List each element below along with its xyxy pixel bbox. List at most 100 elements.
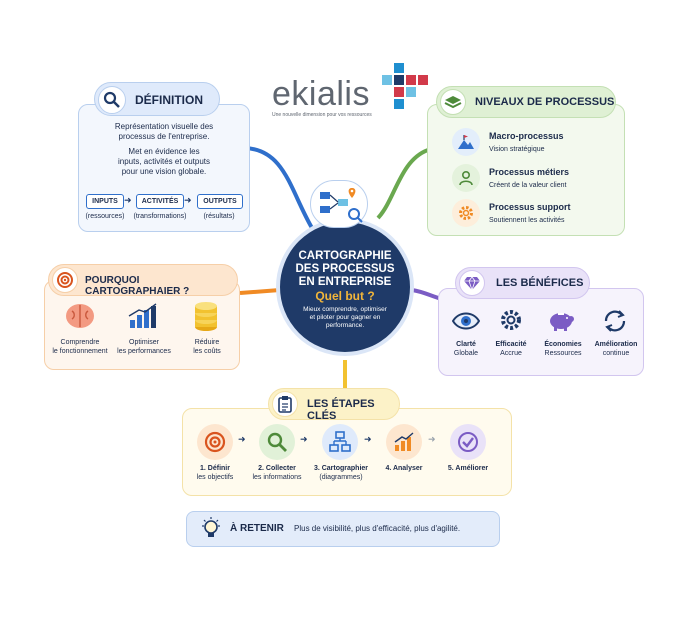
center-title-line: CARTOGRAPHIE (298, 250, 392, 262)
definition-header: DÉFINITION (94, 82, 220, 116)
niveau-sub: Créent de la valeur client (489, 182, 567, 189)
pourquoi-header: POURQUOI CARTOGRAPHAIER ? (48, 264, 238, 297)
pourquoi-title: POURQUOI CARTOGRAPHAIER ? (85, 275, 190, 297)
etape-l1: 4. Analyser (385, 465, 423, 472)
benefice-item: Clarté Globale (440, 340, 492, 358)
benefices-title: LES BÉNÉFICES (496, 277, 584, 289)
niveaux-title: NIVEAUX DE PROCESSUS (475, 96, 615, 108)
center-desc-line: et piloter pour gagner en (309, 314, 381, 321)
pourquoi-item: Réduire les coûts (180, 338, 234, 356)
benefice-l1: Amélioration (594, 341, 638, 348)
etape-l1: 2. Collecter (258, 465, 296, 472)
arrow-icon: ➜ (184, 195, 192, 205)
definition-line: inputs, activités et outputs (117, 157, 211, 166)
definition-title: DÉFINITION (135, 93, 203, 107)
etapes-header: LES ÉTAPES CLÉS (268, 388, 400, 422)
etape-l2: (diagrammes) (319, 474, 363, 481)
benefice-item: Amélioration continue (588, 340, 644, 358)
logo-tagline: Une nouvelle dimension pour vos ressourc… (272, 112, 372, 118)
arrow-icon: ➜ (428, 434, 436, 444)
etape-label: 4. Analyser (376, 464, 432, 473)
coins-icon (192, 300, 220, 337)
niveaux-header: NIVEAUX DE PROCESSUS (436, 86, 616, 118)
niveau-sub: Vision stratégique (489, 146, 545, 153)
etape-label: 2. Collecter les informations (244, 464, 310, 482)
cycle-icon (602, 308, 628, 339)
flow-inputs: INPUTS (86, 194, 124, 209)
etapes-title: LES ÉTAPES CLÉS (307, 398, 375, 422)
definition-line: pour une vision globale. (121, 167, 207, 176)
gear-icon (452, 199, 480, 227)
flow-activites-sub: (transformations) (133, 213, 187, 220)
eye-icon (451, 310, 481, 337)
center-desc-line: Mieux comprendre, optimiser (303, 306, 387, 313)
flowchart-icon (322, 424, 358, 460)
pourquoi-item-l1: Réduire (194, 339, 220, 346)
connector-niveaux (376, 148, 429, 220)
lightbulb-icon (200, 517, 222, 546)
person-icon (452, 164, 480, 192)
logo-cross-icon (382, 63, 428, 109)
center-circle: CARTOGRAPHIE DES PROCESSUS EN ENTREPRISE… (276, 218, 414, 356)
etape-l2: les informations (252, 474, 302, 481)
etape-l1: 1. Définir (200, 465, 230, 472)
benefice-l2: Accrue (500, 350, 522, 357)
arrow-icon: ➜ (300, 434, 308, 444)
connector-definition (244, 146, 314, 230)
benefice-l1: Clarté (456, 341, 476, 348)
benefice-l2: Globale (453, 350, 479, 357)
retenir-title: À RETENIR (230, 523, 284, 534)
benefices-header: LES BÉNÉFICES (455, 267, 590, 299)
gear-icon (499, 308, 523, 337)
center-title-line: EN ENTREPRISE (298, 276, 392, 288)
pourquoi-item-l2: les performances (117, 348, 171, 355)
benefice-item: Efficacité Accrue (485, 340, 537, 358)
brain-icon (64, 302, 96, 335)
definition-panel (78, 104, 250, 232)
magnifier-icon (259, 424, 295, 460)
center-title: CARTOGRAPHIE DES PROCESSUS EN ENTREPRISE (295, 250, 394, 289)
connector-pourquoi (239, 288, 281, 295)
niveau-title: Processus support (489, 202, 571, 212)
etape-l1: 5. Améliorer (447, 465, 489, 472)
benefice-l1: Efficacité (495, 341, 527, 348)
mountain-flag-icon (452, 128, 480, 156)
pourquoi-item: Optimiser les performances (112, 338, 176, 356)
definition-line: Met en évidence les (128, 147, 200, 156)
layers-icon (440, 89, 466, 115)
niveau-title: Processus métiers (489, 167, 570, 177)
check-icon (450, 424, 486, 460)
niveau-title: Macro-processus (489, 131, 564, 141)
center-desc-line: performance. (325, 322, 365, 329)
diamond-icon (459, 270, 485, 296)
etape-l1: 3. Cartographier (313, 465, 369, 472)
logo: ekialis Une nouvelle dimension pour vos … (272, 76, 372, 118)
definition-text: Représentation visuelle des processus de… (80, 122, 248, 177)
flow-outputs: OUTPUTS (197, 194, 243, 209)
benefice-l2: continue (602, 350, 630, 357)
pourquoi-item-l2: le fonctionnement (52, 348, 108, 355)
pourquoi-item: Comprendre le fonctionnement (46, 338, 114, 356)
definition-line: Représentation visuelle des (114, 122, 214, 131)
etape-label: 1. Définir les objectifs (186, 464, 244, 482)
logo-name: ekialis (272, 75, 370, 113)
pourquoi-item-l1: Comprendre (60, 339, 100, 346)
flow-outputs-sub: (résultats) (203, 213, 235, 220)
center-title-line: DES PROCESSUS (295, 263, 395, 275)
center-description: Mieux comprendre, optimiser et piloter p… (303, 306, 387, 330)
arrow-icon: ➜ (238, 434, 246, 444)
chart-icon (386, 424, 422, 460)
etape-label: 5. Améliorer (438, 464, 498, 473)
flow-activites: ACTIVITÉS (136, 194, 184, 209)
piggy-bank-icon (548, 309, 576, 336)
center-question: Quel but ? (315, 289, 375, 303)
pourquoi-item-l2: les coûts (193, 348, 221, 355)
flow-inputs-sub: (ressources) (85, 213, 125, 220)
arrow-icon: ➜ (364, 434, 372, 444)
definition-line: processus de l'entreprise. (118, 132, 210, 141)
benefice-l2: Ressources (544, 350, 582, 357)
clipboard-icon (272, 391, 298, 417)
pourquoi-item-l1: Optimiser (129, 339, 159, 346)
magnifier-icon (98, 86, 126, 114)
